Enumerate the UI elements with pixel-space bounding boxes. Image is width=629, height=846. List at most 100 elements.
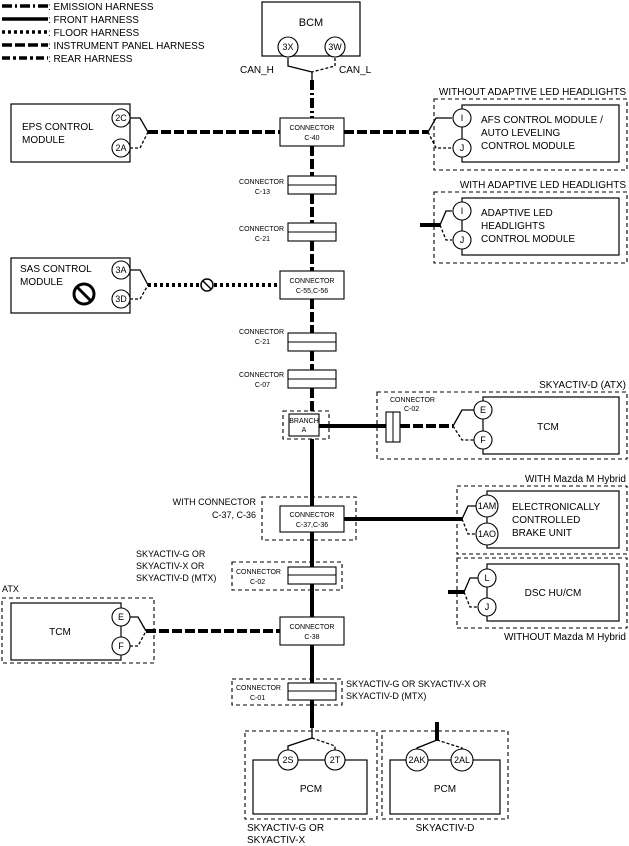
tcm-left-group: ATX E F TCM (1, 584, 280, 664)
bcm-module: BCM 3X 3W CAN_H CAN_L (240, 1, 372, 76)
sas-pin-3a: 3A (115, 265, 126, 275)
svg-text:CONNECTOR: CONNECTOR (236, 569, 281, 576)
svg-text:CONNECTOR: CONNECTOR (290, 278, 335, 285)
dsc-pin-l: L (484, 573, 489, 583)
legend-rear: : REAR HARNESS (48, 54, 133, 65)
pcm2-pin-2al: 2AL (454, 755, 470, 765)
pcm1-pin-2t: 2T (330, 755, 341, 765)
legend-emission: : EMISSION HARNESS (48, 2, 154, 13)
afs-label-1: AFS CONTROL MODULE / (481, 115, 603, 126)
eps-label-1: EPS CONTROL (22, 122, 94, 133)
connector-c21-upper: CONNECTOR C-21 (239, 222, 337, 243)
brake-unit-group: WITH Mazda M Hybrid 1AM 1AO ELECTRONICAL… (344, 474, 628, 555)
tcm-atx-condition: SKYACTIV-D (ATX) (539, 380, 626, 391)
eps-control-module: EPS CONTROL MODULE 2C 2A (10, 103, 280, 163)
pcm2-pin-2ak: 2AK (408, 755, 425, 765)
svg-text:CONNECTOR: CONNECTOR (290, 125, 335, 132)
sas-control-module: SAS CONTROL MODULE 3A 3D (10, 257, 280, 314)
legend-floor: : FLOOR HARNESS (48, 28, 139, 39)
connector-c21-lower: CONNECTOR C-21 (239, 329, 337, 352)
svg-text:C-02: C-02 (404, 406, 419, 413)
svg-text:CONNECTOR: CONNECTOR (236, 685, 281, 692)
connector-c38: CONNECTOR C-38 (279, 616, 345, 646)
legend-instrument-panel: : INSTRUMENT PANEL HARNESS (48, 41, 205, 52)
bcm-label: BCM (299, 17, 323, 29)
tcm-atx-label: TCM (537, 422, 559, 433)
pcm1-cond-1: SKYACTIV-G OR (247, 823, 324, 834)
svg-text:CONNECTOR: CONNECTOR (239, 226, 284, 233)
svg-text:C-38: C-38 (304, 634, 319, 641)
dsc-condition: WITHOUT Mazda M Hybrid (504, 632, 626, 643)
connector-c02-mtx: SKYACTIV-G OR SKYACTIV-X OR SKYACTIV-D (… (136, 549, 343, 591)
connector-c40: CONNECTOR C-40 (279, 117, 345, 147)
brake-unit-pin-1ao: 1AO (478, 529, 496, 539)
svg-text:CONNECTOR: CONNECTOR (290, 512, 335, 519)
trunk-wiring (310, 80, 439, 740)
eps-label-2: MODULE (22, 135, 65, 146)
svg-text:C-21: C-21 (255, 236, 270, 243)
legend: : EMISSION HARNESS : FRONT HARNESS : FLO… (2, 2, 205, 65)
pcm2-label: PCM (434, 784, 456, 795)
svg-text:C-37,C-36: C-37,C-36 (296, 522, 328, 529)
sas-label-2: MODULE (20, 277, 63, 288)
aled-condition: WITH ADAPTIVE LED HEADLIGHTS (460, 180, 626, 191)
tcm-left-pin-e: E (118, 612, 124, 622)
tcm-left-label: TCM (49, 627, 71, 638)
eps-pin-2a: 2A (115, 143, 126, 153)
pcm1-label: PCM (300, 784, 322, 795)
brake-unit-label-2: CONTROLLED (512, 515, 580, 526)
svg-text:CONNECTOR: CONNECTOR (390, 397, 435, 404)
legend-front: : FRONT HARNESS (48, 15, 139, 26)
svg-text:C-13: C-13 (255, 189, 270, 196)
aled-label-3: CONTROL MODULE (481, 234, 575, 245)
brake-unit-label-1: ELECTRONICALLY (512, 502, 601, 513)
pcm-skyactiv-d: 2AK 2AL PCM SKYACTIV-D (381, 730, 509, 834)
connector-c37-c36: WITH CONNECTOR C-37, C-36 CONNECTOR C-37… (173, 496, 357, 541)
svg-text:CONNECTOR: CONNECTOR (239, 372, 284, 379)
connector-c13: CONNECTOR C-13 (239, 175, 337, 196)
svg-text:SKYACTIV-G OR SKYACTIV-X OR: SKYACTIV-G OR SKYACTIV-X OR (346, 679, 487, 689)
svg-text:SKYACTIV-X OR: SKYACTIV-X OR (136, 561, 205, 571)
connector-c07: CONNECTOR C-07 (239, 369, 337, 389)
tcm-atx-pin-f: F (480, 435, 486, 445)
connector-c02-branch: CONNECTOR C-02 (385, 397, 435, 443)
brake-unit-label-3: BRAKE UNIT (512, 528, 572, 539)
svg-text:C-40: C-40 (304, 135, 319, 142)
adaptive-led-group: WITH ADAPTIVE LED HEADLIGHTS I J ADAPTIV… (420, 180, 628, 264)
aled-pin-i: I (461, 206, 464, 216)
svg-text:CONNECTOR: CONNECTOR (239, 329, 284, 336)
aled-label-2: HEADLIGHTS (481, 221, 545, 232)
aled-label-1: ADAPTIVE LED (481, 208, 553, 219)
bcm-pin-3x: 3X (282, 42, 293, 52)
can-l-label: CAN_L (339, 65, 372, 76)
sas-label-1: SAS CONTROL (20, 264, 92, 275)
svg-text:BRANCH: BRANCH (289, 418, 319, 425)
tcm-left-pin-f: F (118, 641, 124, 651)
can-h-label: CAN_H (240, 65, 274, 76)
afs-pin-j: J (460, 143, 465, 153)
connector-c55-c56: CONNECTOR C-55,C-56 (279, 270, 345, 300)
tcm-atx-group: SKYACTIV-D (ATX) CONNECTOR C-02 E F TCM (319, 380, 628, 460)
svg-text:C-21: C-21 (255, 339, 270, 346)
prohibited-small-icon (200, 278, 214, 292)
svg-text:A: A (302, 427, 307, 434)
svg-text:CONNECTOR: CONNECTOR (290, 624, 335, 631)
afs-group: WITHOUT ADAPTIVE LED HEADLIGHTS I J AFS … (344, 87, 628, 171)
svg-text:SKYACTIV-G OR: SKYACTIV-G OR (136, 549, 206, 559)
svg-text:C-07: C-07 (255, 382, 270, 389)
prohibited-icon (72, 282, 96, 306)
pcm2-cond: SKYACTIV-D (416, 823, 475, 834)
sas-pin-3d: 3D (115, 294, 127, 304)
afs-label-2: AUTO LEVELING (481, 128, 561, 139)
svg-text:C-37, C-36: C-37, C-36 (212, 510, 256, 520)
connector-c01: CONNECTOR C-01 SKYACTIV-G OR SKYACTIV-X … (231, 678, 487, 706)
branch-a: BRANCH A (282, 410, 330, 440)
svg-text:SKYACTIV-D (MTX): SKYACTIV-D (MTX) (136, 573, 216, 583)
pcm1-cond-2: SKYACTIV-X (247, 835, 305, 846)
tcm-atx-pin-e: E (480, 405, 486, 415)
dsc-pin-j: J (485, 602, 490, 612)
svg-text:C-01: C-01 (250, 695, 265, 702)
svg-text:CONNECTOR: CONNECTOR (239, 179, 284, 186)
svg-text:C-55,C-56: C-55,C-56 (296, 288, 328, 295)
